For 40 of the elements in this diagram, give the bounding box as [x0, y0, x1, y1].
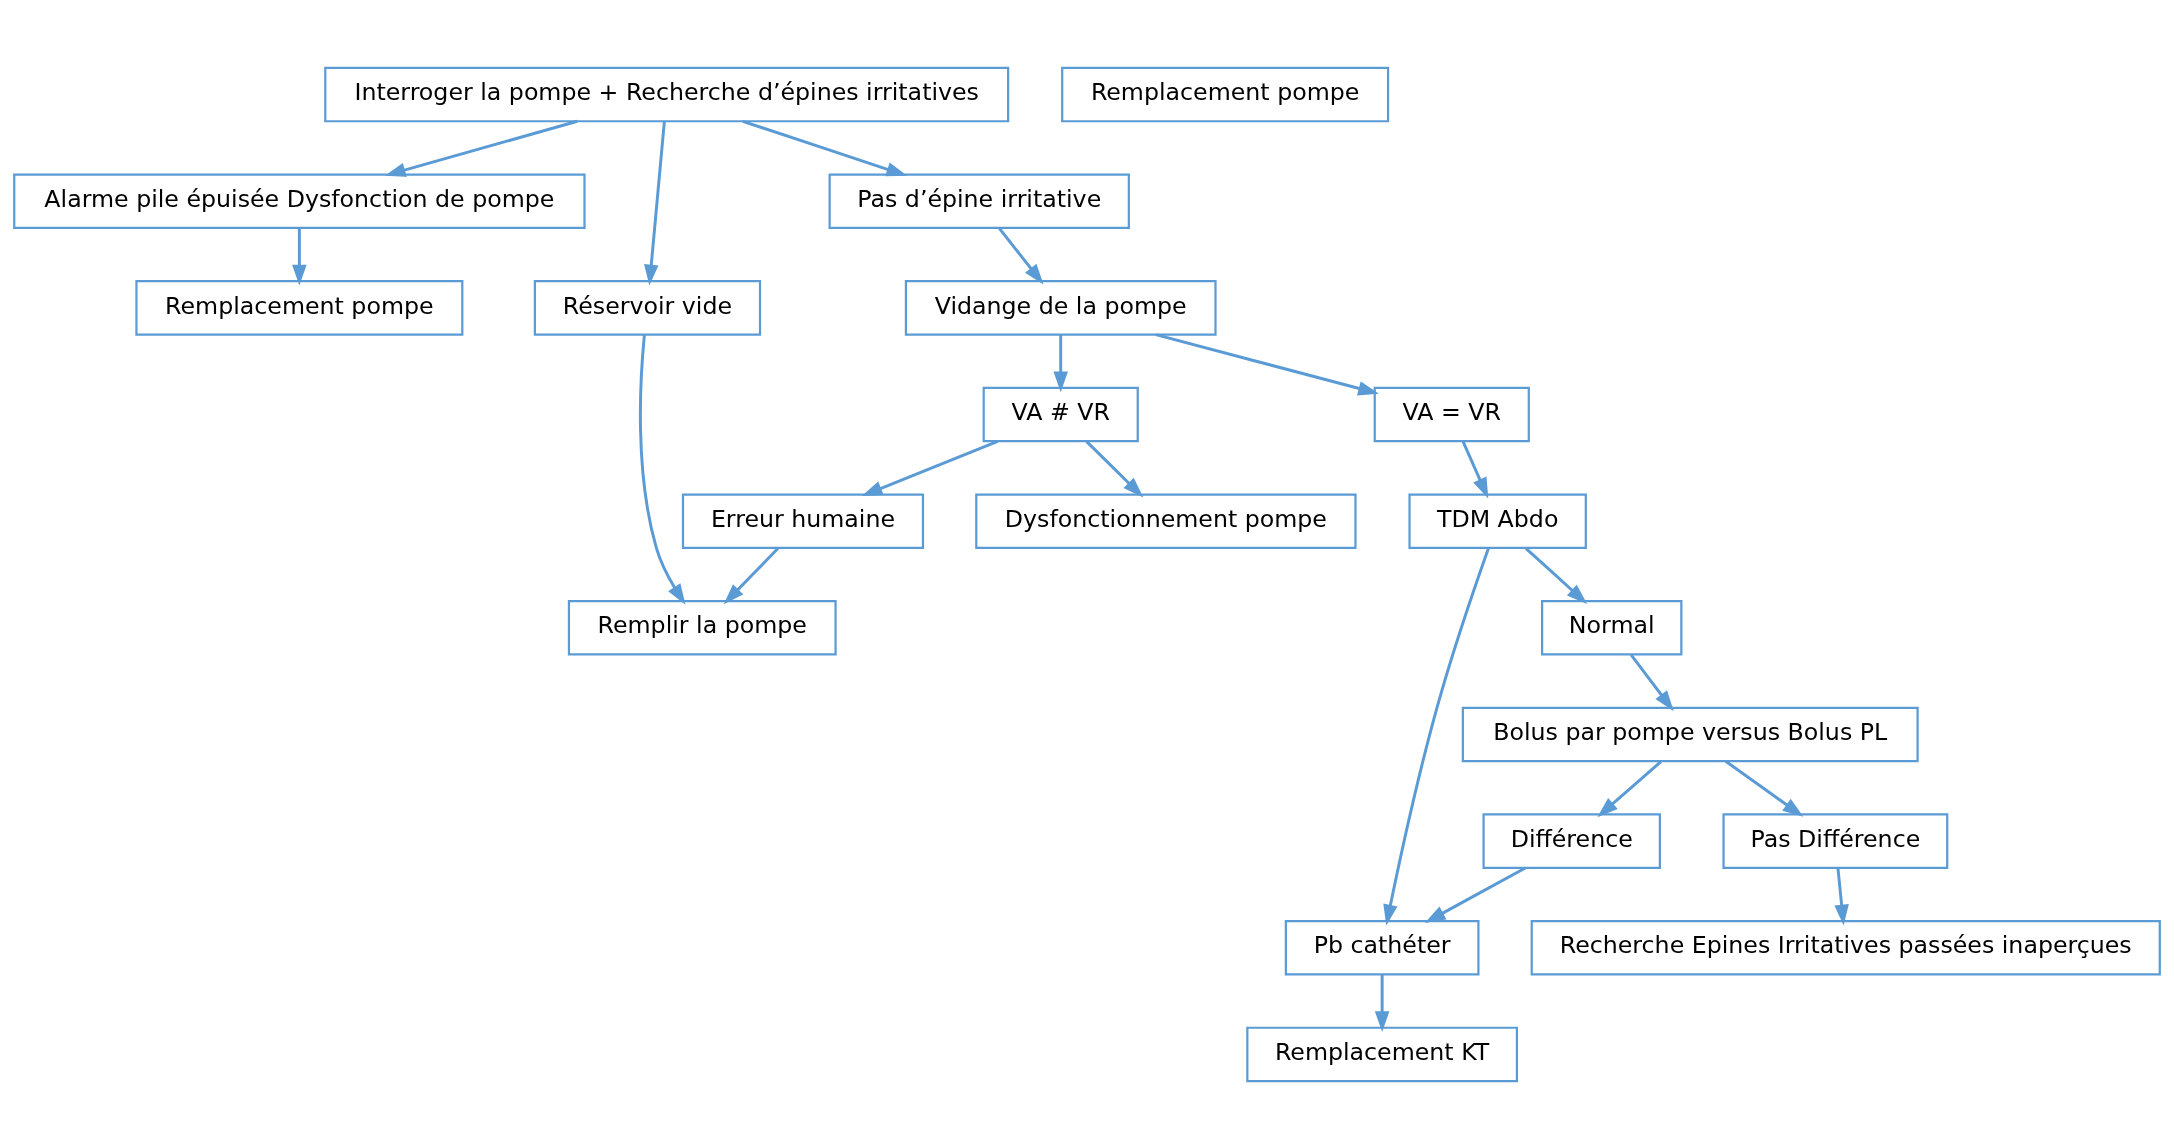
arrow: [292, 227, 307, 286]
node-box: Recherche Epines Irritatives passées inaperçues: [1530, 919, 2161, 976]
node-box: Remplir la pompe: [567, 599, 837, 656]
node-box: Bolus par pompe versus Bolus PL: [1461, 706, 1919, 762]
arrow: [1597, 759, 1662, 817]
arrow: [1724, 759, 1804, 817]
node-box: Remplacement pompe: [1061, 66, 1390, 122]
arrow: [1834, 867, 1849, 925]
arrow: [1053, 334, 1068, 392]
arrow: [1629, 653, 1674, 711]
arrow: [384, 119, 578, 177]
node-box: Erreur humaine: [681, 492, 925, 549]
arrow: [1524, 546, 1588, 604]
arrow: [1461, 440, 1489, 498]
node-box: Pb cathéter: [1284, 919, 1480, 976]
arrow: [998, 226, 1044, 285]
node-box: Normal: [1541, 599, 1683, 656]
node-box: Pas Différence: [1722, 812, 1949, 869]
arrow: [1155, 332, 1379, 395]
arrow: [638, 334, 686, 605]
node-box: Dysfonctionnement pompe: [975, 492, 1357, 549]
node-box: VA = VR: [1373, 386, 1530, 442]
arrow: [1424, 866, 1527, 923]
arrow: [1085, 440, 1144, 497]
node-box: VA # VR: [982, 386, 1139, 442]
arrow: [1383, 547, 1490, 925]
arrow: [644, 120, 666, 285]
arrow: [861, 439, 999, 496]
node-box: Alarme pile épuisée Dysfonction de pompe: [13, 172, 586, 229]
node-box: Différence: [1482, 812, 1661, 869]
arrow: [742, 119, 908, 176]
node-box: Remplacement KT: [1246, 1026, 1519, 1082]
arrow: [723, 546, 780, 604]
node-box: TDM Abdo: [1408, 492, 1587, 549]
node-box: Pas d’épine irritative: [828, 172, 1130, 229]
arrow: [1374, 974, 1390, 1032]
node-box: Interroger la pompe + Recherche d’épines irritatives: [324, 66, 1010, 122]
node-box: Remplacement pompe: [135, 279, 464, 336]
node-box: Réservoir vide: [533, 279, 762, 336]
node-box: Vidange de la pompe: [904, 279, 1217, 336]
